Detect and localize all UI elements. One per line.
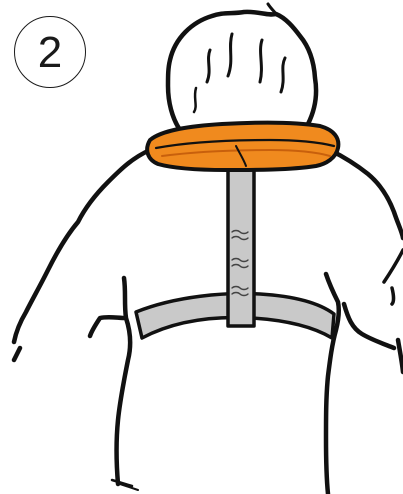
hair-strand bbox=[260, 40, 262, 82]
back-strap bbox=[228, 168, 254, 326]
head-outline bbox=[168, 12, 316, 132]
body-outline bbox=[330, 150, 403, 238]
hair-strand bbox=[207, 50, 210, 82]
body-outline bbox=[384, 250, 403, 304]
right-arm-outline bbox=[326, 274, 339, 494]
right-arm-outline bbox=[344, 304, 403, 372]
collar bbox=[147, 123, 338, 170]
left-arm-outline bbox=[90, 278, 130, 484]
hair-strand bbox=[194, 88, 196, 112]
